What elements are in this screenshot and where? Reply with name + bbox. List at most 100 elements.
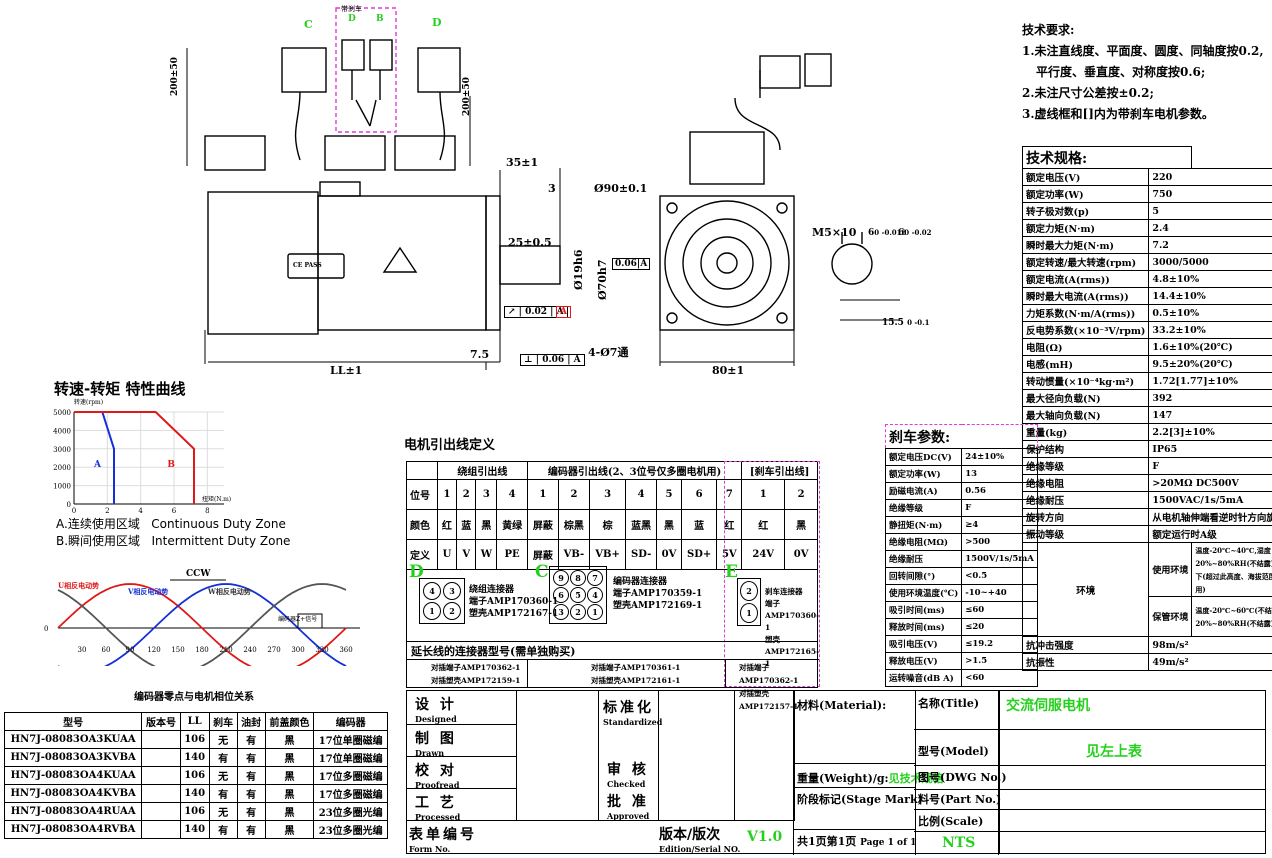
y-tick-label: 5000 [53, 409, 71, 417]
tb-weight: 重量(Weight)/g:见技术规格 [797, 772, 944, 785]
brake-title: 刹车参数: [889, 429, 951, 446]
model-cell: 106 [179, 766, 210, 785]
wiring-title: 电机引出线定义 [404, 438, 496, 453]
model-cell [141, 784, 181, 803]
x-tick-label: 6 [172, 507, 177, 515]
spec-key: 电阻(Ω) [1021, 338, 1150, 356]
wiring-cell: 蓝黑 [625, 509, 658, 540]
x-tick-label: 0 [72, 507, 76, 515]
specs-title: 技术规格: [1021, 146, 1193, 169]
table-row: 瞬时最大力矩(N·m)7.2 [1021, 236, 1272, 254]
brake-key: 额定电压DC(V) [884, 448, 963, 466]
phase-label-v: V相反电动势 [127, 587, 168, 596]
brake-key: 励磁电流(A) [884, 482, 963, 500]
spec-key: 最大径向负载(N) [1021, 389, 1150, 407]
brake-value: >500 [961, 533, 1038, 551]
table-row: 静扭矩(N·m)≥4 [884, 516, 1038, 534]
brake-key: 额定功率(W) [884, 465, 963, 483]
shock-key: 抗冲击强度 [1021, 636, 1150, 654]
tb-material: 材料(Material): [797, 699, 887, 712]
table-row: 重量(kg)2.2[3]±10% [1021, 423, 1272, 441]
spec-key: 瞬时最大电流(A(rms)) [1021, 287, 1150, 305]
model-cell: 有 [208, 820, 238, 839]
table-row: 最大径向负载(N)392 [1021, 389, 1272, 407]
table-row: 吸引时间(ms)≤60 [884, 601, 1038, 619]
row-header: 颜色 [406, 509, 438, 540]
spec-value: 4.8±10% [1148, 270, 1272, 288]
tol-perp: ⊥ | 0.06 | A [520, 354, 585, 366]
model-header: 编码器 [313, 712, 388, 731]
spec-value: 147 [1148, 406, 1272, 424]
wiring-cell: 4 [496, 479, 528, 510]
region-a-label: A [93, 460, 102, 470]
dim-80: 80±1 [712, 364, 745, 377]
connector-pin: 9 [553, 570, 569, 586]
table-row: 额定功率(W)750 [1021, 185, 1272, 203]
datum-a: A [556, 306, 571, 318]
wiring-cell: 蓝 [680, 509, 718, 540]
wiring-cell: 3 [589, 479, 627, 510]
phase-tick-label: 210 [219, 646, 232, 654]
model-cell: 黑 [264, 730, 315, 749]
brake-key: 使用环境温度(℃) [884, 584, 963, 602]
y-tick-label: 4000 [53, 427, 71, 435]
wiring-corner [406, 461, 438, 480]
brake-value: <0.5 [961, 567, 1038, 585]
phase-tick-label: 30 [78, 646, 87, 654]
table-row: 额定电压(V)220 [1021, 168, 1272, 186]
connector-pin: 2 [443, 602, 461, 620]
y-axis-label: 转速(rpm) [74, 398, 103, 406]
table-row: 电阻(Ω)1.6±10%(20℃) [1021, 338, 1272, 356]
table-row: 旋转方向从电机轴伸端看逆时针方向旋转(CCW) [1021, 508, 1272, 526]
brake-key: 吸引电压(V) [884, 635, 963, 653]
spec-value: 2.4 [1148, 219, 1272, 237]
spec-value: 33.2±10% [1148, 321, 1272, 339]
spec-key: 振动等级 [1021, 525, 1150, 543]
table-row: 绝缘电阻>20MΩ DC500V [1021, 474, 1272, 492]
brake-key: 绝缘电阻(MΩ) [884, 533, 963, 551]
note-line: 2.未注尺寸公差按±0.2; [1022, 86, 1154, 100]
spec-value: 5 [1148, 202, 1272, 220]
row-header: 定义 [406, 539, 438, 570]
connector-pin: 1 [587, 604, 603, 620]
model-cell: 140 [179, 784, 210, 803]
env-label: 环境 [1021, 542, 1150, 637]
nameplate-text: CE PASS [293, 262, 322, 269]
table-row: 释放时间(ms)≤20 [884, 618, 1038, 636]
brake-value: ≥4 [961, 516, 1038, 534]
brake-key: 绝缘耐压 [884, 550, 963, 568]
model-header: 前盖颜色 [264, 712, 315, 731]
spec-value: 7.2 [1148, 236, 1272, 254]
model-cell: 有 [236, 802, 266, 821]
model-header: 刹车 [208, 712, 238, 731]
curve-legend: A.连续使用区域 Continuous Duty Zone B.瞬间使用区域 I… [56, 516, 290, 550]
wiring-cell: 5 [656, 479, 682, 510]
table-row: 转动惯量(×10⁻⁴kg·m²)1.72[1.77]±10% [1021, 372, 1272, 390]
brake-value: ≤20 [961, 618, 1038, 636]
model-cell [141, 802, 181, 821]
brake-value: 0.56 [961, 482, 1038, 500]
tb-edition-value: V1.0 [747, 829, 783, 845]
phase-label-w: W相反电动势 [207, 587, 251, 596]
brake-key: 静扭矩(N·m) [884, 516, 963, 534]
spec-value: >20MΩ DC500V [1148, 474, 1272, 492]
model-cell: 106 [179, 730, 210, 749]
model-cell: HN7J-08083OA4RVBA [3, 820, 143, 839]
dim-ll: LL±1 [330, 364, 363, 377]
phase-tick-label: 270 [267, 646, 280, 654]
model-cell: 有 [236, 730, 266, 749]
brake-key: 释放电压(V) [884, 652, 963, 670]
env-use-value: 温度-20℃~40℃,湿度20%~80%RH(不结露),海拔1000以下(超过此… [1191, 542, 1272, 597]
env-store-value: 温度-20℃~60℃(不结冰),湿度20%~80%RH(不结露) [1191, 596, 1272, 637]
brake-key: 回转间隙(°) [884, 567, 963, 585]
